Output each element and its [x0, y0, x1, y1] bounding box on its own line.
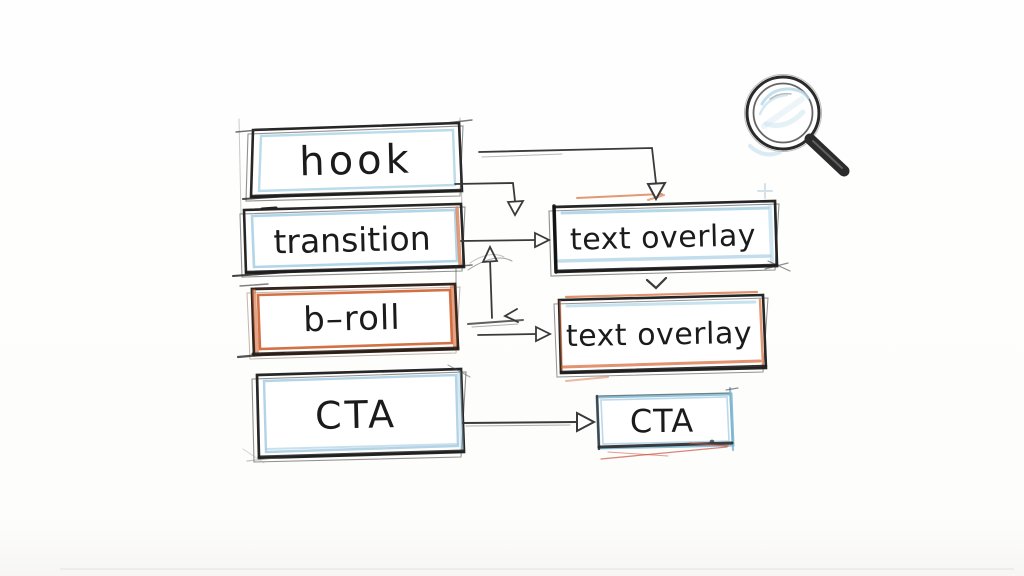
hook-label: hook: [298, 136, 414, 186]
text-overlay-1-label: text overlay: [569, 218, 757, 258]
transition-box: [232, 202, 473, 278]
arrows: [454, 147, 668, 433]
chevron-down-icon: [645, 276, 668, 290]
b-roll-label: b–roll: [302, 297, 402, 341]
arrow-small-left: [467, 308, 524, 328]
arrow-broll-up: [467, 244, 513, 319]
b-roll-box: [236, 265, 461, 360]
arrow-hook-to-overlay1: [478, 147, 667, 202]
text-overlay-2-box: [553, 290, 769, 382]
text-overlay-2-label: text overlay: [565, 315, 753, 355]
transition-label: transition: [272, 218, 432, 262]
cta-left-label: CTA: [314, 392, 398, 438]
blue-scribble: [748, 144, 782, 157]
magnifying-glass-icon: [744, 74, 850, 199]
text-overlay-1-box: [548, 193, 791, 277]
red-scribble: [600, 446, 728, 460]
cta-left-box: [242, 364, 471, 464]
plus-icon: [757, 183, 773, 199]
cta-right-box: [595, 386, 739, 460]
arrow-cta-to-cta: [462, 411, 597, 433]
arrow-hook-down: [454, 182, 525, 217]
cta-right-label: CTA: [629, 401, 695, 441]
arrow-broll-to-overlay2: [477, 325, 553, 343]
hook-box: [235, 117, 473, 215]
arrow-transition-to-overlay1: [460, 231, 552, 249]
